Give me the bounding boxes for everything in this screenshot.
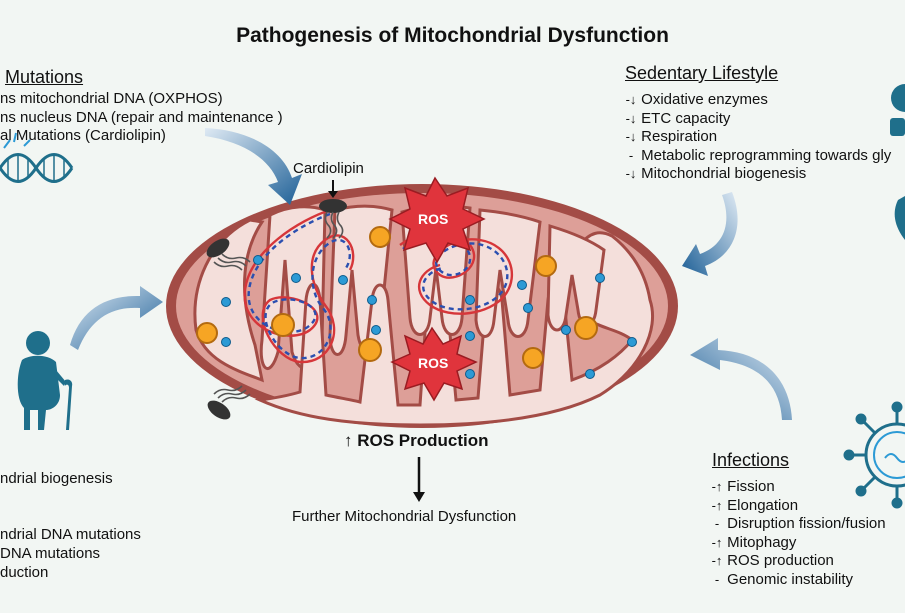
sedentary-mark: -↓ bbox=[625, 92, 637, 107]
virus-icon bbox=[843, 401, 905, 509]
infections-text: Fission bbox=[727, 478, 775, 495]
infections-item: -↑ Elongation bbox=[711, 497, 799, 514]
infections-mark: -↑ bbox=[711, 535, 723, 550]
infections-mark: - bbox=[714, 572, 720, 587]
sedentary-item: -↓ Respiration bbox=[625, 128, 717, 145]
sedentary-item: -↓ ETC capacity bbox=[625, 110, 731, 127]
infections-text: Genomic instability bbox=[727, 571, 854, 588]
sedentary-person-icon bbox=[890, 84, 905, 240]
matrix-ions bbox=[221, 255, 637, 379]
curved-arrow-sedentary bbox=[682, 192, 738, 276]
mutations-item: al Mutations (Cardiolipin) bbox=[0, 127, 166, 144]
sedentary-mark: -↓ bbox=[625, 166, 637, 181]
sedentary-mark: - bbox=[628, 148, 634, 163]
elderly-person-icon bbox=[17, 331, 73, 430]
aging-item: ndrial biogenesis bbox=[0, 470, 113, 487]
mutations-heading: Mutations bbox=[5, 67, 84, 87]
ros-production-text: ROS Production bbox=[357, 431, 489, 450]
ros-label-top: ROS bbox=[418, 211, 449, 227]
diagram-title: Pathogenesis of Mitochondrial Dysfunctio… bbox=[236, 24, 669, 47]
sedentary-mark: -↓ bbox=[625, 111, 637, 126]
sedentary-text: Respiration bbox=[641, 128, 718, 145]
sedentary-text: ETC capacity bbox=[641, 110, 731, 127]
ros-production-label: ↑ ROS Production bbox=[344, 431, 489, 451]
cardiolipin-molecules bbox=[206, 199, 347, 420]
infections-heading: Infections bbox=[712, 450, 790, 470]
infections-mark: - bbox=[714, 516, 720, 531]
infections-text: Mitophagy bbox=[727, 534, 797, 551]
infections-mark: -↑ bbox=[711, 553, 723, 568]
sedentary-item: -↓ Oxidative enzymes bbox=[625, 91, 768, 108]
sedentary-item: -↓ Mitochondrial biogenesis bbox=[625, 165, 807, 182]
sedentary-mark: -↓ bbox=[625, 129, 637, 144]
infections-mark: -↑ bbox=[711, 479, 723, 494]
ros-production-up-arrow: ↑ bbox=[344, 431, 353, 450]
curved-arrow-mutations bbox=[205, 128, 302, 205]
aging-item: duction bbox=[0, 564, 49, 581]
ros-burst-bottom bbox=[390, 326, 478, 402]
mutations-item: ns nucleus DNA (repair and maintenance ) bbox=[0, 109, 283, 126]
cardiolipin-label: Cardiolipin bbox=[293, 160, 364, 177]
sedentary-text: Oxidative enzymes bbox=[641, 91, 768, 108]
dna-helix-icon bbox=[0, 132, 74, 183]
aging-item: ndrial DNA mutations bbox=[0, 526, 141, 543]
infections-item: -↑ Mitophagy bbox=[711, 534, 797, 551]
sedentary-heading: Sedentary Lifestyle bbox=[625, 63, 779, 83]
infections-mark: -↑ bbox=[711, 498, 723, 513]
matrix-granules bbox=[196, 226, 598, 369]
sedentary-text: Metabolic reprogramming towards gly bbox=[641, 147, 892, 164]
sedentary-item: - Metabolic reprogramming towards gly bbox=[625, 147, 891, 164]
infections-item: - Genomic instability bbox=[711, 571, 853, 588]
mutations-item: ns mitochondrial DNA (OXPHOS) bbox=[0, 90, 223, 107]
mtdna-strands bbox=[243, 208, 514, 364]
infections-item: -↑ ROS production bbox=[711, 552, 834, 569]
sedentary-text: Mitochondrial biogenesis bbox=[641, 165, 807, 182]
infections-item: - Disruption fission/fusion bbox=[711, 515, 886, 532]
curved-arrow-infections bbox=[690, 338, 792, 420]
infections-item: -↑ Fission bbox=[711, 478, 775, 495]
further-dysfunction-label: Further Mitochondrial Dysfunction bbox=[292, 508, 517, 525]
curved-arrow-aging bbox=[70, 286, 163, 350]
aging-item: DNA mutations bbox=[0, 545, 101, 562]
mitochondrion bbox=[166, 176, 678, 428]
infections-text: ROS production bbox=[727, 552, 834, 569]
ros-label-bottom: ROS bbox=[418, 355, 449, 371]
infections-text: Elongation bbox=[727, 497, 799, 514]
infections-text: Disruption fission/fusion bbox=[727, 515, 886, 532]
ros-burst-top bbox=[388, 176, 486, 264]
